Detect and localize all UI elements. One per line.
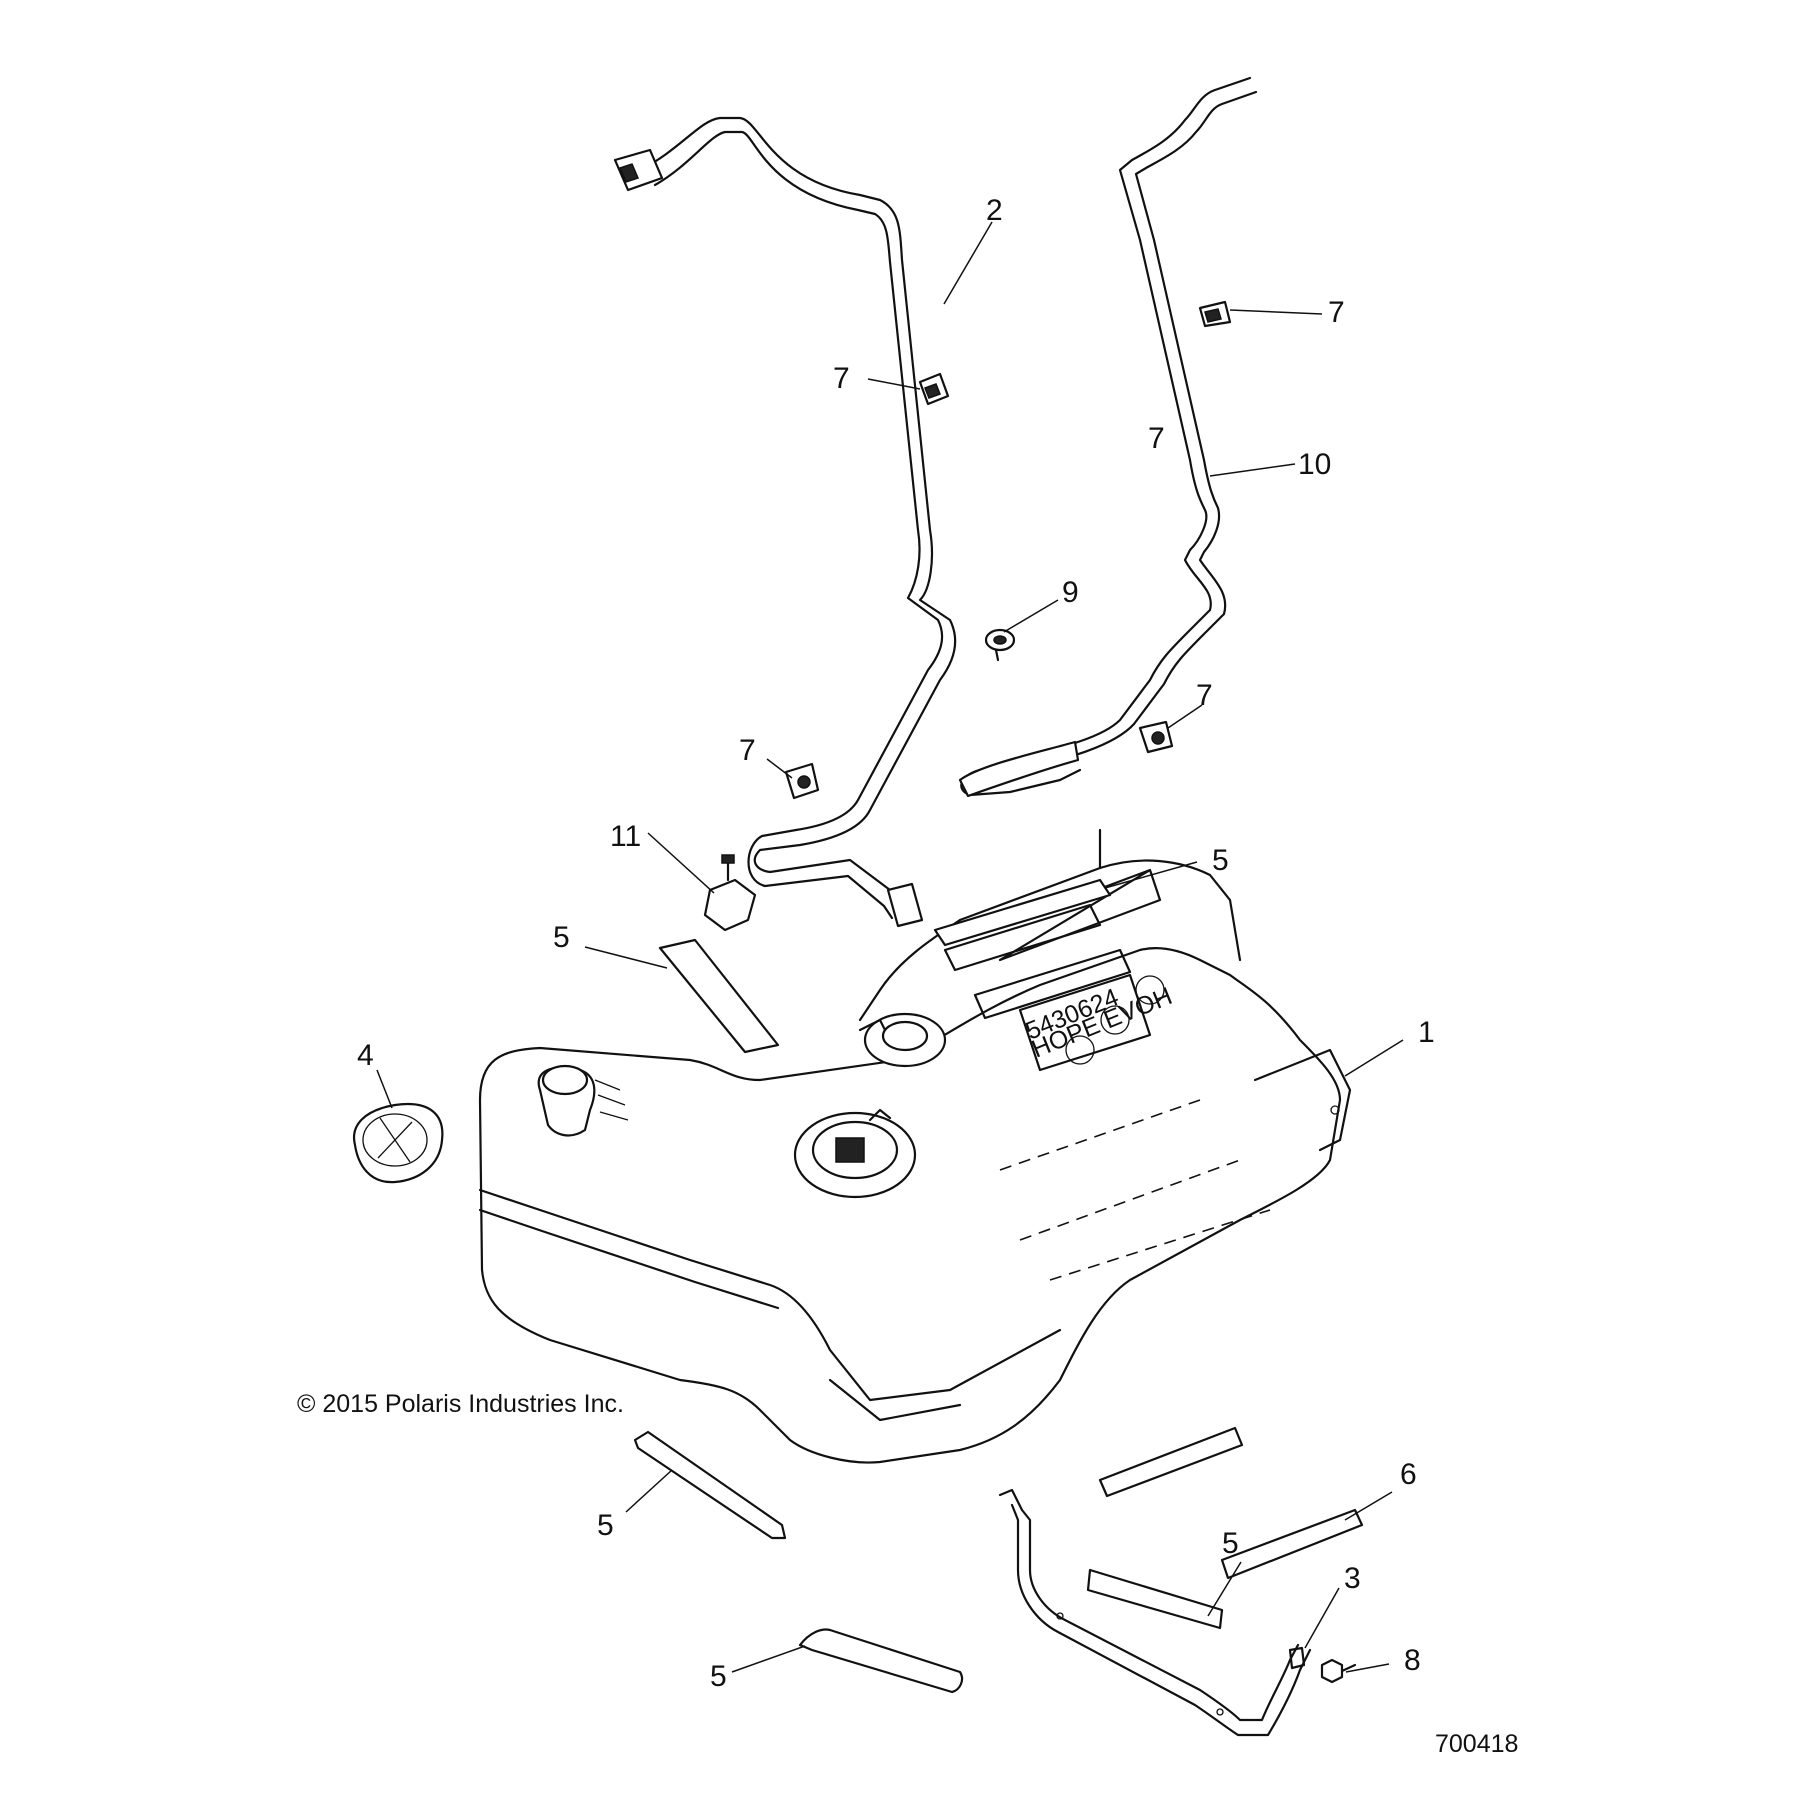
callout-4: 4 — [357, 1039, 374, 1072]
vent-line-10 — [958, 76, 1258, 798]
fuel-tank-1 — [478, 828, 1352, 1464]
callout-5-top-right: 5 — [1212, 844, 1229, 877]
clip-7-middle-left — [784, 762, 820, 800]
clip-7-upper-left — [918, 372, 950, 406]
pad-5-bottom-curved — [798, 1628, 964, 1694]
leader-lines — [376, 221, 1404, 1673]
callout-10: 10 — [1298, 448, 1331, 481]
clamp-9 — [984, 628, 1016, 662]
callout-2: 2 — [986, 194, 1003, 227]
callout-1: 1 — [1418, 1016, 1435, 1049]
callout-7-upper-right: 7 — [1328, 296, 1345, 329]
callout-7-middle: 7 — [1148, 422, 1165, 455]
callout-9: 9 — [1062, 576, 1079, 609]
callout-7-upper-left: 7 — [833, 362, 850, 395]
callout-5-bottom-middle: 5 — [1222, 1527, 1239, 1560]
callout-5-left: 5 — [553, 921, 570, 954]
callout-3: 3 — [1344, 1562, 1361, 1595]
callout-5-bottom-left: 5 — [597, 1509, 614, 1542]
fuel-line-2 — [613, 116, 957, 928]
clip-7-middle-right — [1138, 720, 1174, 754]
clip-7-upper-right — [1198, 300, 1232, 328]
strap-3 — [998, 1488, 1312, 1737]
figure-number: 700418 — [1435, 1730, 1518, 1758]
pad-5-bottom-left — [633, 1430, 787, 1540]
pad-5-bottom-middle — [1086, 1568, 1224, 1630]
callout-6: 6 — [1400, 1458, 1417, 1491]
callout-8: 8 — [1404, 1644, 1421, 1677]
pad-6 — [1220, 1508, 1364, 1580]
callout-7-middle-left: 7 — [739, 734, 756, 767]
pad-5-left — [658, 938, 780, 1054]
callout-labels: 1 2 3 4 5 5 5 5 5 6 7 7 7 7 7 8 9 10 11 — [357, 194, 1435, 1693]
rollover-valve-11 — [703, 854, 757, 932]
pad-5-top-right — [933, 878, 1112, 947]
bolt-8 — [1320, 1658, 1357, 1684]
callout-11: 11 — [610, 820, 641, 853]
pad-5-bottom-center — [1098, 1426, 1244, 1498]
fuel-cap-4 — [352, 1102, 444, 1184]
callout-7-middle-right: 7 — [1196, 679, 1213, 712]
callout-5-bottom-curved: 5 — [710, 1660, 727, 1693]
copyright-text: © 2015 Polaris Industries Inc. — [297, 1390, 624, 1418]
